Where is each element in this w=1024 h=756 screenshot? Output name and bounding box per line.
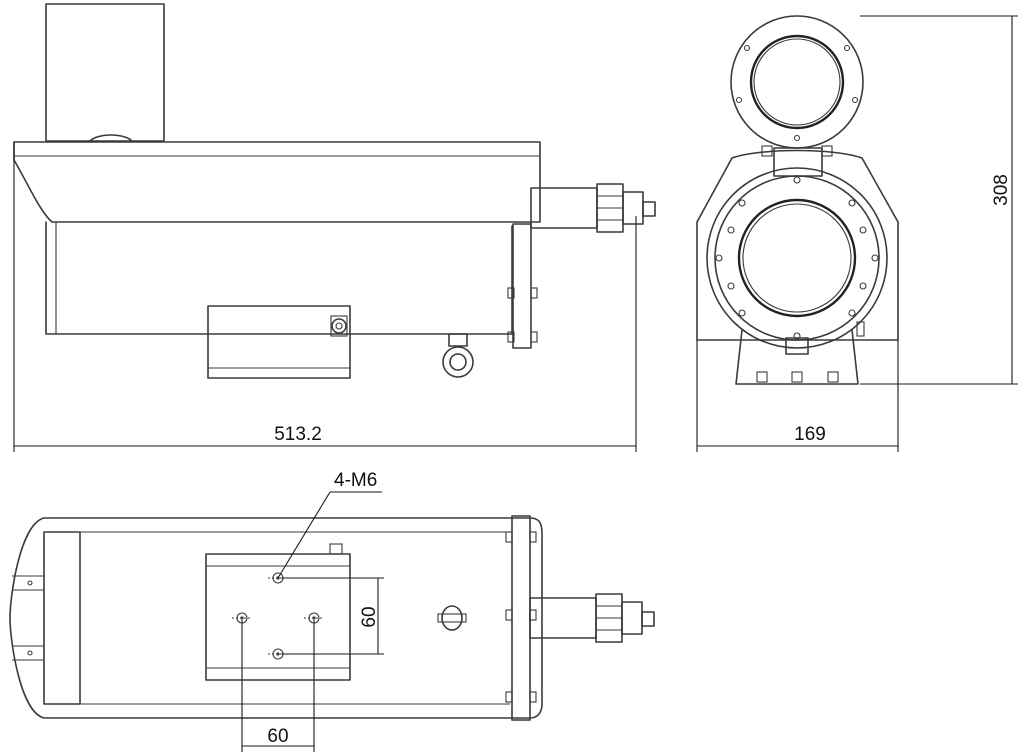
eye-bolt-ring	[442, 346, 474, 378]
mounting-holes	[232, 572, 324, 660]
rear-plate	[512, 223, 532, 349]
eye-bolt-stem	[448, 333, 468, 347]
sunshield	[13, 141, 541, 223]
hole-spacing-vertical-label: 60	[359, 606, 380, 627]
bottom-shield	[9, 517, 543, 719]
thread-callout: 4-M6	[277, 470, 382, 579]
hole-spacing-horizontal-label: 60	[267, 726, 288, 747]
length-label: 513.2	[274, 424, 322, 445]
dimension-hole-horizontal: 60	[241, 620, 315, 752]
dimension-hole-vertical: 60	[282, 577, 384, 655]
bottom-rear-plate	[511, 515, 531, 721]
width-label: 169	[794, 424, 826, 445]
mounting-plate	[205, 553, 351, 681]
front-stand	[735, 329, 859, 385]
dimension-width: 169	[696, 340, 899, 452]
mount-base-cap	[89, 134, 133, 142]
lens-window	[737, 198, 857, 318]
side-view	[13, 3, 656, 379]
cable-gland	[530, 187, 598, 229]
dimension-length: 513.2	[13, 142, 637, 452]
eye-bolt-top	[441, 605, 463, 631]
housing-body	[45, 221, 513, 335]
front-sunshield	[696, 149, 899, 341]
bottom-cable-gland	[529, 597, 597, 639]
screw-icon	[331, 318, 347, 334]
dimension-height: 308	[860, 15, 1018, 385]
thread-label: 4-M6	[334, 470, 377, 491]
hinge	[773, 147, 823, 177]
bottom-view	[9, 515, 655, 721]
mount-column	[45, 3, 165, 142]
bottom-front-end	[43, 531, 81, 705]
bottom-bracket	[207, 305, 351, 379]
front-body	[706, 167, 888, 349]
height-label: 308	[991, 174, 1012, 206]
front-view	[696, 15, 899, 385]
